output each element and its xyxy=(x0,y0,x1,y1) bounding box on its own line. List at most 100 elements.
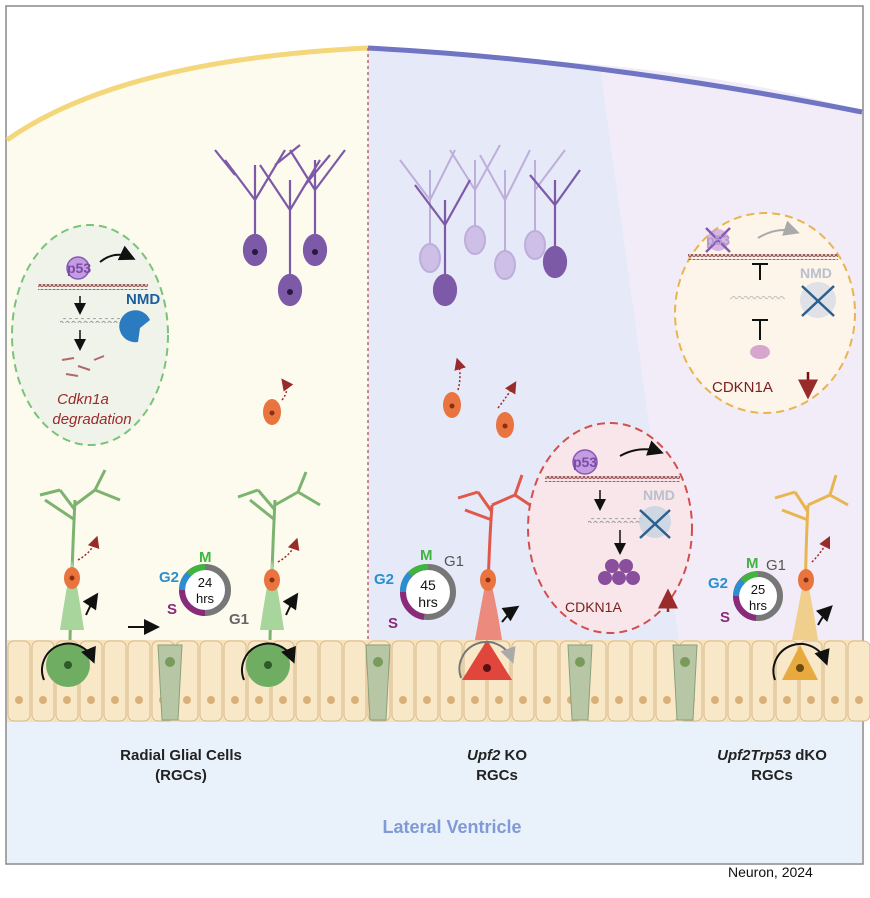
vz-nucleus xyxy=(519,696,527,704)
dko-p53-label: p53 xyxy=(706,232,730,248)
vz-cell xyxy=(343,640,367,722)
vz-nucleus xyxy=(327,696,335,704)
vz-nucleus xyxy=(831,696,839,704)
m-phase-label: M xyxy=(199,549,212,566)
cdkn1a-protein-cluster xyxy=(598,559,640,585)
vz-nucleus xyxy=(87,696,95,704)
citation: Neuron, 2024 xyxy=(728,864,813,880)
vz-cell xyxy=(295,640,319,722)
vz-nucleus xyxy=(279,696,287,704)
wt-result-line1: Cdkn1a xyxy=(57,391,109,408)
dko-p53-crossed-icon xyxy=(705,227,731,253)
vz-nucleus xyxy=(783,696,791,704)
radial-glia-ko xyxy=(457,474,531,641)
cycle-unit: hrs xyxy=(418,594,437,610)
dko-title-line1: Upf2Trp53 dKO xyxy=(717,747,827,764)
g2-phase-label: G2 xyxy=(374,571,394,588)
vz-cell xyxy=(391,640,415,722)
vz-nucleus xyxy=(255,696,263,704)
wt-nmd-label: NMD xyxy=(126,291,160,308)
vz-cell xyxy=(535,640,559,722)
vz-nucleus xyxy=(615,696,623,704)
vz-cell xyxy=(751,640,775,722)
ventricle-region xyxy=(7,720,862,863)
vz-glia-cell xyxy=(157,644,183,721)
ko-title-line2: RGCs xyxy=(476,767,518,784)
vz-nucleus xyxy=(591,696,599,704)
vz-nucleus xyxy=(447,696,455,704)
vz-nucleus xyxy=(711,696,719,704)
radial-glia-dko xyxy=(774,474,849,641)
m-phase-label: M xyxy=(746,555,759,572)
rgc-soma-dko xyxy=(782,645,818,680)
cycle-hours: 24 xyxy=(198,575,212,590)
vz-nucleus xyxy=(543,696,551,704)
vz-nucleus xyxy=(63,696,71,704)
inset-dko xyxy=(674,212,856,414)
vz-nucleus xyxy=(807,696,815,704)
vz-cell xyxy=(127,640,151,722)
vz-cell xyxy=(847,640,870,722)
ko-title-line1: Upf2 KO xyxy=(467,747,527,764)
cell-cycle-dko: 25 hrs M G2 S G1 xyxy=(708,555,786,626)
dna-strand xyxy=(38,284,148,290)
vz-cell xyxy=(319,640,343,722)
vz-cell xyxy=(727,640,751,722)
ko-p53-icon xyxy=(572,449,598,475)
vz-glia-nucleus xyxy=(165,657,175,667)
inset-upf2-ko xyxy=(527,422,693,634)
ko-genotype-suffix: KO xyxy=(500,747,527,764)
nmd-pacman-icon xyxy=(119,310,150,343)
cycle-unit: hrs xyxy=(196,591,215,606)
ko-p53-label: p53 xyxy=(573,454,597,470)
vz-nucleus xyxy=(639,696,647,704)
s-phase-label: S xyxy=(388,615,398,632)
ko-nmd-label: NMD xyxy=(643,487,675,503)
vz-nucleus xyxy=(135,696,143,704)
wt-p53-label: p53 xyxy=(67,260,91,276)
wildtype-region xyxy=(7,48,368,720)
pial-surface-wt xyxy=(5,45,369,143)
vz-nucleus xyxy=(663,696,671,704)
vz-nucleus xyxy=(855,696,863,704)
dko-nmd-label: NMD xyxy=(800,265,832,281)
vz-nucleus xyxy=(423,696,431,704)
dko-title-line2: RGCs xyxy=(751,767,793,784)
vz-nucleus xyxy=(735,696,743,704)
neuron-group-ko xyxy=(399,144,566,280)
vz-nucleus xyxy=(111,696,119,704)
ko-result-label: CDKN1A xyxy=(565,599,622,615)
vz-nucleus xyxy=(207,696,215,704)
s-phase-label: S xyxy=(167,601,177,618)
cycle-unit: hrs xyxy=(749,598,768,613)
vz-nucleus xyxy=(351,696,359,704)
vz-cell xyxy=(823,640,847,722)
vz-cell xyxy=(703,640,727,722)
vz-nucleus xyxy=(231,696,239,704)
vz-glia-cell xyxy=(672,644,698,721)
vz-cell xyxy=(511,640,535,722)
p53-protein-icon xyxy=(66,256,90,280)
dko-genotype-suffix: dKO xyxy=(791,747,827,764)
vz-glia-nucleus xyxy=(575,657,585,667)
rgc-soma-ko xyxy=(462,640,512,680)
g1-phase-label: G1 xyxy=(229,611,249,628)
vz-cell xyxy=(103,640,127,722)
vz-cell xyxy=(223,640,247,722)
g2-phase-label: G2 xyxy=(708,575,728,592)
ventricle-label: Lateral Ventricle xyxy=(382,817,521,837)
pial-surface-ko xyxy=(367,45,863,115)
wt-title-line1: Radial Glial Cells xyxy=(120,747,242,764)
cycle-hours: 25 xyxy=(751,582,765,597)
cycle-hours: 45 xyxy=(420,577,436,593)
vz-cell xyxy=(439,640,463,722)
neuron-group-wt xyxy=(214,144,346,307)
vz-glia-nucleus xyxy=(680,657,690,667)
vz-cell xyxy=(7,640,31,722)
g2-phase-label: G2 xyxy=(159,569,179,586)
m-phase-label: M xyxy=(420,547,433,564)
wt-result-line2: degradation xyxy=(52,411,131,428)
vz-cell xyxy=(607,640,631,722)
vz-glia-nucleus xyxy=(373,657,383,667)
